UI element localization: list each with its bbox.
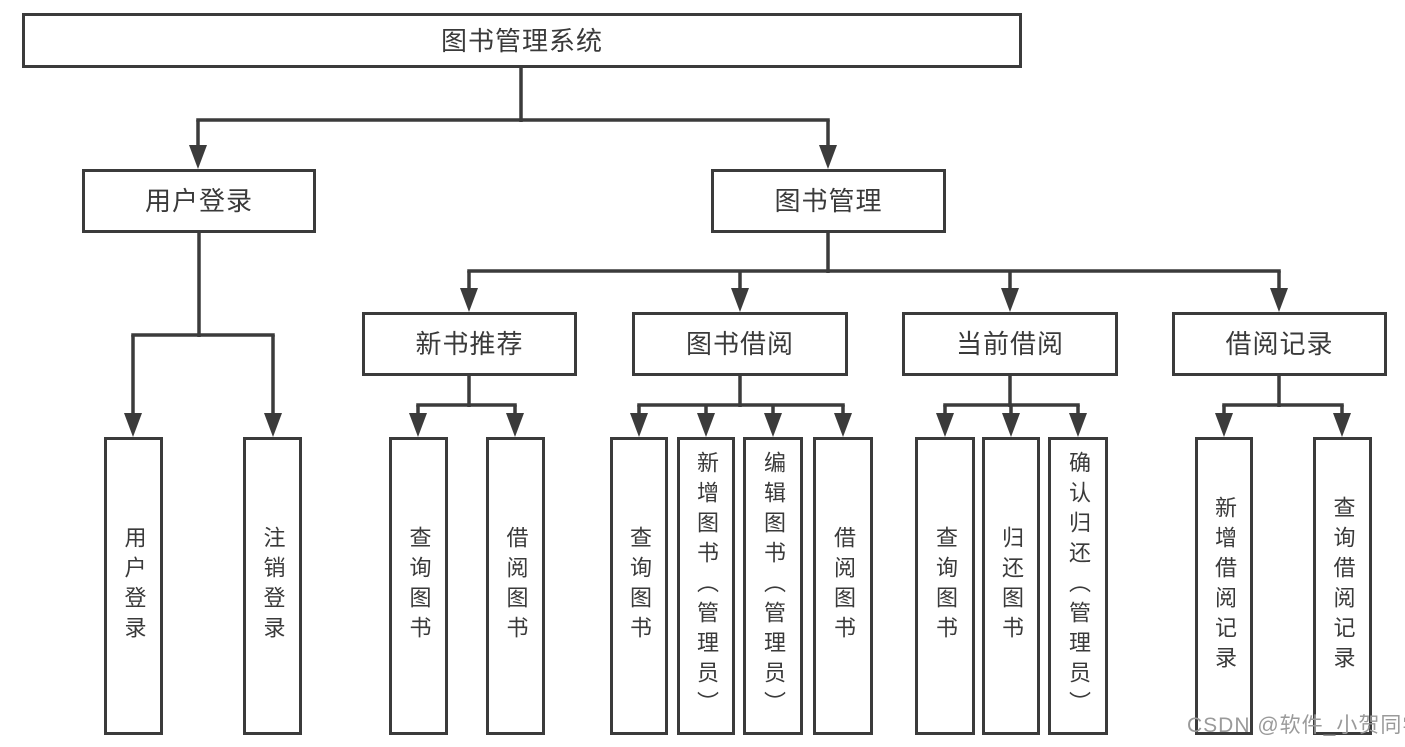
node-book-management-label: 图书管理 [774, 186, 883, 216]
leaf-edit-book-admin: 编辑图书（管理员） [743, 437, 803, 735]
node-borrowing-records-label: 借阅记录 [1225, 329, 1334, 359]
leaf-return-books: 归还图书 [982, 437, 1040, 735]
leaf-borrowing-borrow-books-label: 借阅图书 [831, 526, 856, 646]
leaf-current-query-books: 查询图书 [915, 437, 975, 735]
node-book-management: 图书管理 [711, 169, 946, 233]
leaf-borrowing-query-books-label: 查询图书 [627, 526, 652, 646]
leaf-newbook-borrow-books: 借阅图书 [486, 437, 545, 735]
leaf-newbook-query-books-label: 查询图书 [406, 526, 432, 646]
node-root-label: 图书管理系统 [440, 25, 603, 56]
node-new-book-recommend-label: 新书推荐 [415, 329, 524, 359]
node-new-book-recommend: 新书推荐 [362, 312, 577, 376]
node-borrowing-records: 借阅记录 [1172, 312, 1387, 376]
leaf-edit-book-admin-label: 编辑图书（管理员） [761, 451, 786, 721]
node-user-login-label: 用户登录 [144, 186, 253, 216]
node-book-borrowing: 图书借阅 [632, 312, 848, 376]
leaf-newbook-query-books: 查询图书 [389, 437, 448, 735]
leaf-user-login: 用户登录 [104, 437, 163, 735]
leaf-add-borrow-record-label: 新增借阅记录 [1212, 496, 1237, 676]
leaf-add-book-admin: 新增图书（管理员） [677, 437, 735, 735]
leaf-query-borrow-record-label: 查询借阅记录 [1330, 496, 1356, 676]
node-current-borrowing: 当前借阅 [902, 312, 1118, 376]
leaf-newbook-borrow-books-label: 借阅图书 [503, 526, 529, 646]
leaf-add-borrow-record: 新增借阅记录 [1195, 437, 1253, 735]
leaf-borrowing-query-books: 查询图书 [610, 437, 668, 735]
leaf-logout: 注销登录 [243, 437, 302, 735]
leaf-user-login-label: 用户登录 [121, 526, 147, 646]
leaf-confirm-return-admin: 确认归还（管理员） [1048, 437, 1108, 735]
leaf-confirm-return-admin-label: 确认归还（管理员） [1066, 451, 1091, 721]
leaf-borrowing-borrow-books: 借阅图书 [813, 437, 873, 735]
node-current-borrowing-label: 当前借阅 [955, 329, 1064, 359]
leaf-return-books-label: 归还图书 [999, 526, 1024, 646]
leaf-add-book-admin-label: 新增图书（管理员） [694, 451, 719, 721]
leaf-logout-label: 注销登录 [260, 526, 286, 646]
node-root: 图书管理系统 [22, 13, 1022, 68]
node-user-login: 用户登录 [82, 169, 316, 233]
leaf-query-borrow-record: 查询借阅记录 [1313, 437, 1372, 735]
leaf-current-query-books-label: 查询图书 [933, 526, 958, 646]
node-book-borrowing-label: 图书借阅 [685, 329, 794, 359]
